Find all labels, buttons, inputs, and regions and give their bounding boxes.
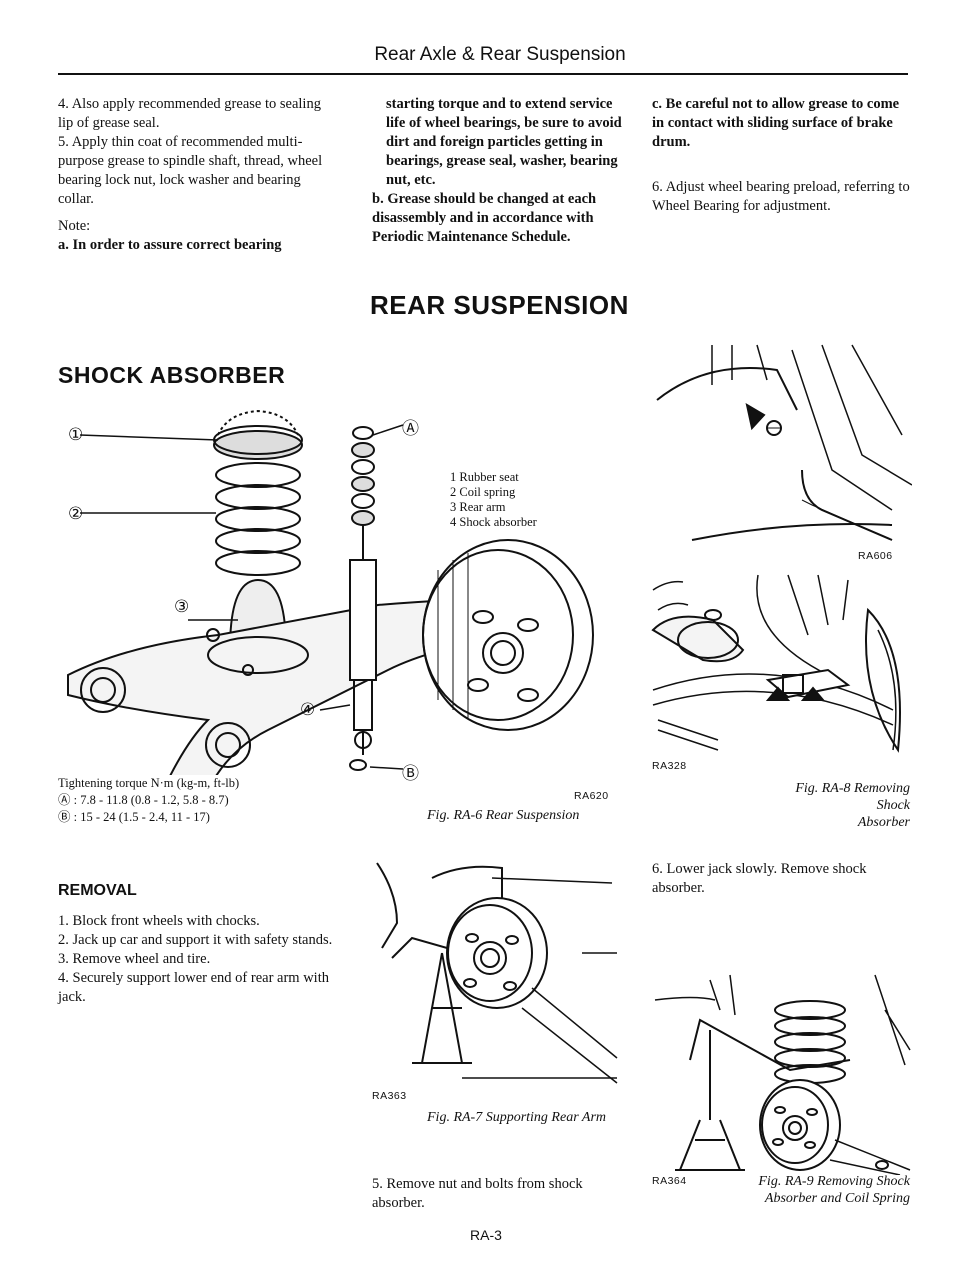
fig9-caption-line1: Fig. RA-9 Removing Shock [758,1174,910,1189]
header-rule [58,73,908,75]
paragraph-step-4: 4. Also apply recommended grease to seal… [58,96,321,131]
page-number: RA-3 [470,1227,502,1243]
callout-2: ② [68,504,84,523]
torque-title: Tightening torque N·m (kg-m, ft-lb) [58,776,240,790]
removing-shock-illustration [651,574,901,753]
fig6-legend: 1 Rubber seat 2 Coil spring 3 Rear arm 4… [450,470,537,530]
fig9-code: RA364 [652,1175,687,1187]
fig7-code: RA363 [372,1090,407,1102]
callout-4: ④ [300,700,316,719]
heading-removal: REMOVAL [58,882,137,899]
fig6-code: RA620 [574,790,609,802]
note-label: Note: [58,218,91,234]
callout-1: ① [68,425,84,444]
page-header-title: Rear Axle & Rear Suspension [374,44,626,65]
callout-a: Ⓐ [402,419,419,438]
paragraph-step-6-lower: 6. Lower jack slowly. Remove shock absor… [652,861,867,896]
fig7-caption: Fig. RA-7 Supporting Rear Arm [427,1110,607,1125]
fig8-code: RA328 [652,760,687,772]
note-c: c. Be careful not to allow grease to com… [652,96,900,150]
legend-item: 1 Rubber seat [450,470,519,484]
callout-b: Ⓑ [402,764,419,783]
paragraph-step-5: 5. Apply thin coat of recommended multi-… [58,134,323,207]
legend-item: 2 Coil spring [450,485,516,499]
paragraph-step-5-remove: 5. Remove nut and bolts from shock absor… [372,1176,583,1211]
fig8-top-code: RA606 [858,550,893,562]
note-a-continued: starting torque and to extend service li… [386,96,622,188]
removal-step: 3. Remove wheel and tire. [58,951,211,967]
removal-step: 2. Jack up car and support it with safet… [58,932,333,948]
legend-item: 4 Shock absorber [450,515,537,529]
fig8-caption-line2: Absorber [857,815,910,830]
note-b: b. Grease should be changed at each disa… [372,191,597,245]
torque-a: Ⓐ : 7.8 - 11.8 (0.8 - 1.2, 5.8 - 8.7) [58,793,229,807]
callout-3: ③ [174,597,190,616]
column-2-top: starting torque and to extend service li… [372,95,622,247]
heading-shock-absorber: SHOCK ABSORBER [58,362,286,388]
shock-mount-upper-illustration [656,344,912,541]
fig8-caption-line1: Fig. RA-8 Removing Shock [795,781,910,813]
removal-step: 4. Securely support lower end of rear ar… [58,970,329,1005]
supporting-rear-arm-illustration [376,862,618,1084]
column-3-top: c. Be careful not to allow grease to com… [652,95,912,216]
removal-steps: 1. Block front wheels with chocks. 2. Ja… [58,912,338,1007]
fig8-caption: Fig. RA-8 Removing Shock Absorber [760,780,910,831]
note-a: a. In order to assure correct bearing [58,237,282,253]
fig9-caption: Fig. RA-9 Removing Shock Absorber and Co… [700,1173,910,1207]
legend-item: 3 Rear arm [450,500,506,514]
torque-b: Ⓑ : 15 - 24 (1.5 - 2.4, 11 - 17) [58,810,210,824]
removing-shock-and-spring-illustration [654,974,911,1175]
paragraph-step-6-adjust: 6. Adjust wheel bearing preload, referri… [652,179,910,214]
fig9-caption-line2: Absorber and Coil Spring [764,1191,910,1206]
heading-rear-suspension: REAR SUSPENSION [370,290,629,320]
column-1-top: 4. Also apply recommended grease to seal… [58,95,338,255]
rear-suspension-diagram [67,409,594,775]
fig6-caption: Fig. RA-6 Rear Suspension [427,808,580,823]
removal-step: 1. Block front wheels with chocks. [58,913,260,929]
torque-spec-block: Tightening torque N·m (kg-m, ft-lb) Ⓐ : … [58,775,239,826]
